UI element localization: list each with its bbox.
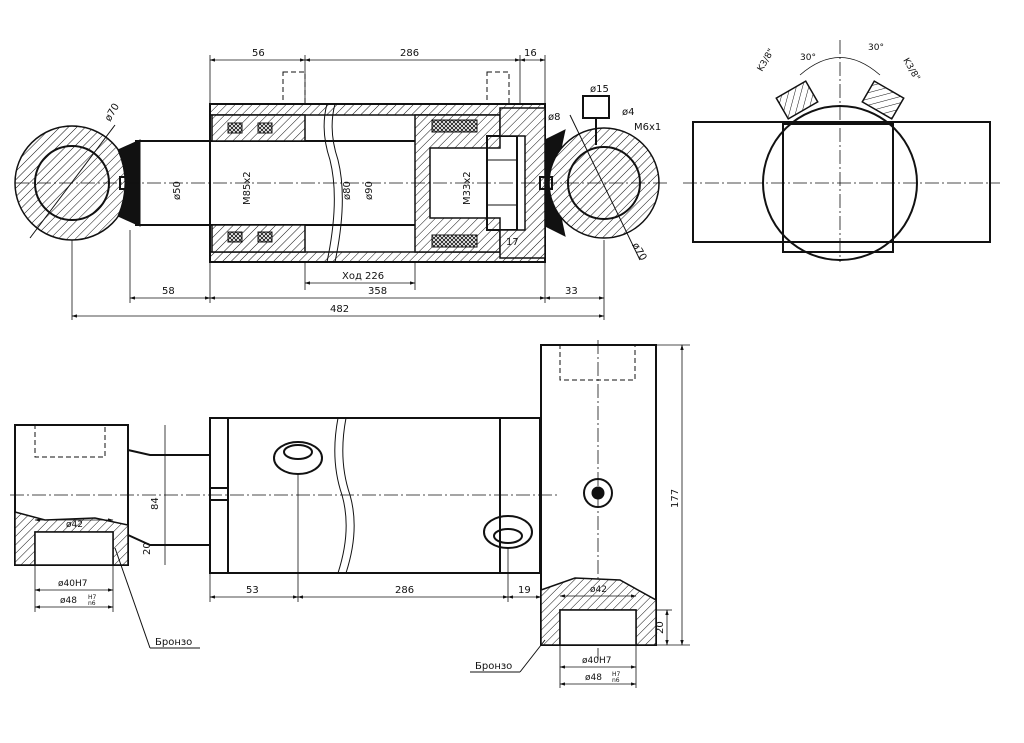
label-m33: M33x2 [462, 171, 473, 205]
plan-dimensions: 53 286 19 [209, 474, 542, 602]
label-d40h7-left: ø40H7 [58, 579, 87, 589]
dim-84: 84 [150, 497, 161, 510]
label-d48-right: ø48 [585, 673, 602, 683]
dim-358: 358 [368, 286, 387, 297]
label-d42-right: ø42 [590, 585, 607, 595]
label-d70: ø70 [103, 102, 122, 124]
label-d40h7-right: ø40H7 [582, 656, 611, 666]
dim-177: 177 [670, 489, 681, 508]
dim-53: 53 [246, 585, 259, 596]
label-fit-left-top: H7 [88, 594, 97, 601]
top-dimensions: 56 286 16 [209, 48, 546, 104]
dim-17: 17 [506, 237, 519, 248]
label-d15: ø15 [590, 84, 609, 95]
dim-58: 58 [162, 286, 175, 297]
section-view: 56 286 16 ø70 ø50 M85x2 ø80 ø90 M33x2 ø1… [14, 48, 668, 320]
label-k38a: K3/8" [756, 47, 777, 73]
label-m6: M6x1 [634, 122, 661, 133]
overall-dimensions: 58 358 33 482 [71, 230, 605, 320]
dim-33: 33 [565, 286, 578, 297]
cylinder-body [209, 71, 546, 263]
label-fit-right-top: H7 [612, 671, 621, 678]
dim-16: 16 [524, 48, 537, 59]
label-angle-30-left: 30° [800, 53, 816, 63]
label-fit-left-bot: n6 [88, 600, 96, 607]
dim-56: 56 [252, 48, 265, 59]
left-eye-block: ø42 ø40H7 ø48 H7 n6 Бронзо [14, 424, 200, 649]
label-fit-right-bot: n6 [612, 677, 620, 684]
label-d80: ø80 [342, 181, 353, 200]
dim-286-plan: 286 [395, 585, 414, 596]
end-view: K3/8" K3/8" 30° 30° [683, 40, 1000, 262]
label-d90: ø90 [364, 181, 375, 200]
label-angle-30-right: 30° [868, 43, 884, 53]
dim-286: 286 [400, 48, 419, 59]
left-eye [14, 124, 141, 241]
dim-482: 482 [330, 304, 349, 315]
label-stroke: Ход 226 [342, 271, 384, 282]
label-bronze-left: Бронзо [155, 637, 192, 648]
dim-20-left: 20 [142, 542, 153, 555]
label-m85: M85x2 [242, 171, 253, 205]
label-bronze-right: Бронзо [475, 661, 512, 672]
label-d42-left: ø42 [66, 520, 83, 530]
label-k38b: K3/8" [900, 57, 921, 83]
plan-view: ø42 ø40H7 ø48 H7 n6 Бронзо 84 20 [10, 340, 690, 688]
label-d50: ø50 [172, 181, 183, 200]
plan-body [209, 417, 541, 574]
dim-19: 19 [518, 585, 531, 596]
stroke-dimension: Ход 226 [304, 262, 416, 290]
right-eye-block: ø42 ø40H7 ø48 H7 n6 Бронзо 177 20 [470, 340, 690, 688]
label-d4: ø4 [622, 107, 634, 118]
dim-20-right: 20 [655, 621, 666, 634]
label-d8: ø8 [548, 112, 560, 123]
label-d48-left: ø48 [60, 596, 77, 606]
label-d70b: ø70 [629, 241, 648, 263]
